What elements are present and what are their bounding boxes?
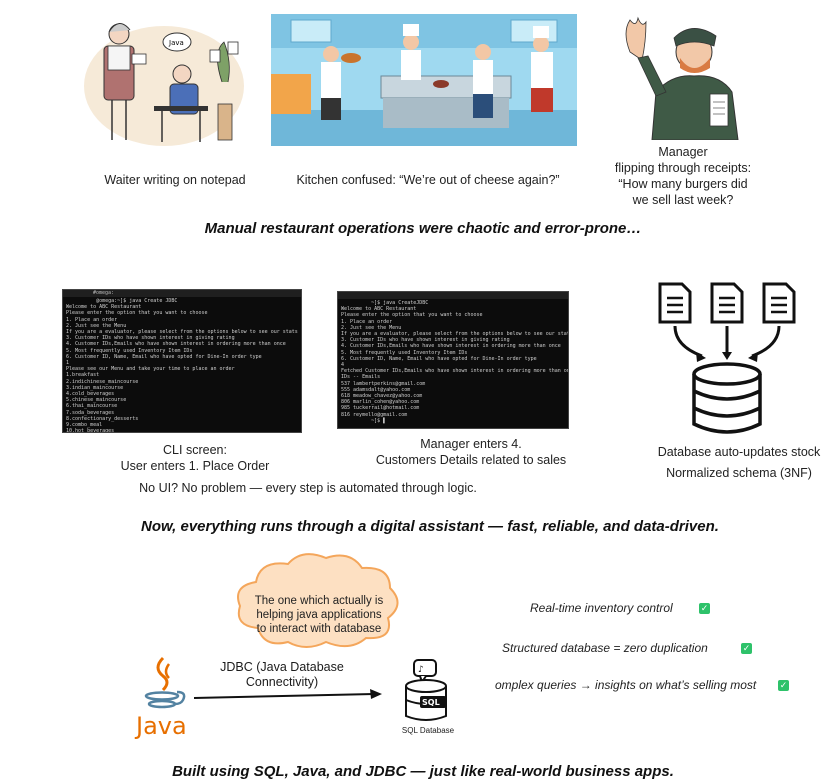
terminal-line: 8.confectionary_desserts <box>66 415 139 422</box>
terminal-line: 9.combo_meal <box>66 422 103 429</box>
headline-manual: Manual restaurant operations were chaoti… <box>204 220 642 237</box>
terminal-line: 1. Place an order <box>66 316 118 323</box>
caption-3nf: Normalized schema (3NF) <box>666 466 812 480</box>
java-logo-icon <box>144 656 186 709</box>
caption-no-ui: No UI? No problem — every step is automa… <box>139 481 477 495</box>
bullet-complex-queries: omplex queries → insights on what’s sell… <box>495 678 756 692</box>
terminal-line: 3.indian_maincourse <box>66 384 124 391</box>
check-icon: ✓ <box>741 643 752 654</box>
terminal-line: 3. Customer IDs who have shown interest … <box>66 335 235 342</box>
terminal-line: 816 reymello@gmail.com <box>341 411 408 418</box>
terminal-line: 2. Just see the Menu <box>66 322 127 329</box>
terminal-line: 6.thai_maincourse <box>66 403 118 410</box>
document-icon <box>710 282 744 324</box>
sql-database-label: SQL Database <box>401 726 455 735</box>
terminal-line: 537 lambertperkins@gmail.com <box>341 380 426 387</box>
sql-database-icon: ♪ SQL <box>405 659 447 721</box>
terminal-line: @omega:~]$ java Create JDBC <box>66 298 178 304</box>
terminal-line: 1.breakfast <box>66 372 100 379</box>
terminal-line: 3. Customer IDs who have shown interest … <box>341 337 510 344</box>
terminal-line: Welcome to ABC Restaurant <box>341 306 417 313</box>
terminal-line: 806 marlin_cohen@yahoo.com <box>341 399 420 406</box>
arrow-icon <box>194 689 382 699</box>
check-icon: ✓ <box>778 680 789 691</box>
terminal-line: IDs -- Emails <box>341 374 381 381</box>
terminal-line: 985 tuckerrail@hotmail.com <box>341 405 420 412</box>
bullet-inventory: Real-time inventory control <box>530 601 673 615</box>
database-icon <box>692 362 762 434</box>
caption-db-autoupdate: Database auto-updates stock <box>657 445 821 459</box>
terminal-line: ~]$ ▌ <box>341 417 387 424</box>
terminal-line: 4. Customer IDs,Emails who have shown in… <box>341 343 561 350</box>
terminal-line: 618 meadow_chavez@yahoo.com <box>341 393 423 400</box>
terminal-title-bar <box>338 292 568 299</box>
bullet-text: Structured database = zero duplication <box>502 641 708 655</box>
kitchen-illustration <box>271 14 577 146</box>
footer-built-using: Built using SQL, Java, and JDBC — just l… <box>172 763 674 780</box>
bullet-structured-db: Structured database = zero duplication <box>502 641 708 655</box>
caption-waiter: Waiter writing on notepad <box>104 173 246 187</box>
caption-manager: Manager flipping through receipts: “How … <box>614 145 752 207</box>
document-icon <box>658 282 692 324</box>
terminal-line: Please see our Menu and take your time t… <box>66 366 235 373</box>
waiter-illustration: Java <box>84 23 244 146</box>
headline-digital-assistant: Now, everything runs through a digital a… <box>141 518 719 535</box>
terminal-line: ~]$ java CreateJDBC <box>341 300 429 306</box>
terminal-line: 555 adamsdalt@yahoo.com <box>341 386 411 393</box>
terminal-line: Please enter the option that you want to… <box>341 312 483 319</box>
terminal-line: 2.indichinese_maincourse <box>66 378 139 385</box>
cloud-text: The one which actually is helping java a… <box>254 595 384 635</box>
caption-manager-query: Manager enters 4. Customers Details rela… <box>375 437 567 467</box>
terminal-line: Please enter the option that you want to… <box>66 310 208 317</box>
terminal-line: 5.chinese_maincourse <box>66 397 127 404</box>
document-icon <box>762 282 796 324</box>
terminal-line: If you are a evaluator, please select fr… <box>66 329 298 336</box>
terminal-line: 6. Customer ID, Name, Email who have opt… <box>66 353 262 360</box>
terminal-line: 10.hot_beverages <box>66 428 115 433</box>
terminal-line: 5. Most frequently used Inventory Item I… <box>341 349 468 356</box>
terminal-line: 4. Customer IDs,Emails who have shown in… <box>66 341 286 348</box>
sql-badge: SQL <box>422 698 440 707</box>
bullet-text: omplex queries → insights on what’s sell… <box>495 678 757 692</box>
terminal-title-bar: #omega: <box>63 290 301 297</box>
caption-kitchen: Kitchen confused: “We’re out of cheese a… <box>296 173 560 187</box>
terminal-line: 4.cold_beverages <box>66 391 115 398</box>
caption-cli-screen: CLI screen: User enters 1. Place Order <box>120 443 270 473</box>
svg-text:Java: Java <box>168 39 184 47</box>
manager-illustration <box>625 16 739 140</box>
terminal-line: 1 <box>66 360 70 367</box>
terminal-line: Fetched Customer IDs,Emails who have sho… <box>341 368 569 375</box>
terminal-line: If you are a evaluator, please select fr… <box>341 331 569 338</box>
terminal-line: 5. Most frequently used Inventory Item I… <box>66 347 193 354</box>
cloud-shape <box>237 553 399 648</box>
documents-to-database-diagram <box>658 282 796 434</box>
java-logo-text: Java <box>136 712 187 740</box>
terminal-line: 2. Just see the Menu <box>341 324 402 331</box>
svg-text:♪: ♪ <box>418 665 424 675</box>
terminal-line: Welcome to ABC Restaurant <box>66 304 142 311</box>
terminal-line: 4 <box>341 362 345 369</box>
terminal-line: 6. Customer ID, Name, Email who have opt… <box>341 355 537 362</box>
check-icon: ✓ <box>699 603 710 614</box>
terminal-line: 1. Place an order <box>341 318 393 325</box>
jdbc-label: JDBC (Java Database Connectivity) <box>220 660 344 689</box>
terminal-line: 7.soda_beverages <box>66 409 115 416</box>
bullet-text: Real-time inventory control <box>530 601 673 615</box>
